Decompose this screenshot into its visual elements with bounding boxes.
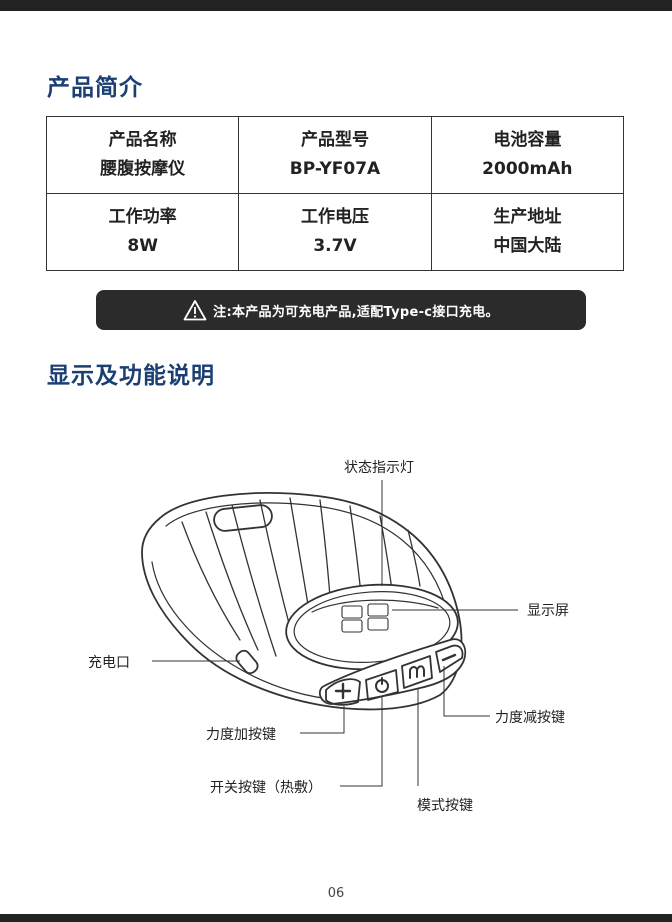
plus-button-shape: [325, 678, 361, 706]
leader-intensity-up: [300, 706, 345, 734]
label-charge-port: 充电口: [88, 655, 130, 671]
bottom-rule: [0, 914, 672, 922]
power-button-shape: [365, 669, 399, 701]
spec-cell: 产品名称腰腹按摩仪: [45, 116, 240, 194]
charging-notice: 注:本产品为可充电产品,适配Type-c接口充电。: [96, 290, 586, 330]
top-rule: [0, 0, 672, 14]
leader-power: [340, 696, 383, 787]
notice-text: 注:本产品为可充电产品,适配Type-c接口充电。: [213, 304, 499, 320]
section-title-intro: 产品简介: [47, 75, 143, 101]
page-number: 06: [327, 886, 345, 901]
label-intensity-up: 力度加按键: [206, 727, 276, 743]
leader-intensity-down: [443, 666, 490, 717]
section-title-display: 显示及功能说明: [47, 363, 215, 389]
minus-button-shape: [435, 644, 464, 673]
label-mode: 模式按键: [417, 798, 473, 814]
spec-cell: 生产地址中国大陆: [430, 193, 625, 271]
label-intensity-down: 力度减按键: [495, 710, 565, 726]
label-status-light: 状态指示灯: [344, 460, 414, 476]
label-screen: 显示屏: [527, 603, 569, 619]
mode-button-shape: [401, 655, 433, 689]
device-body: [141, 492, 463, 711]
label-power: 开关按键（热敷）: [210, 780, 322, 796]
warning-icon: [183, 300, 207, 321]
